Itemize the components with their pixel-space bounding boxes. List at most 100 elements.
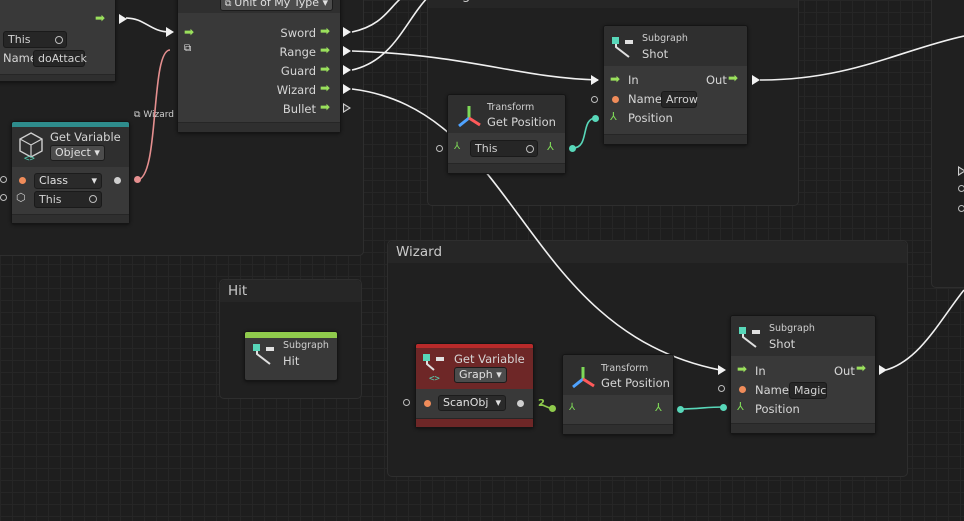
- partial-node-port-1[interactable]: [958, 185, 964, 192]
- out-flow-port[interactable]: [752, 75, 760, 85]
- node-subgraph-shot-arrow[interactable]: Subgraph Shot ➡ In Out ➡ Name Arrow ⅄ Po…: [603, 25, 748, 145]
- guard-arrow-icon[interactable]: ➡: [320, 62, 331, 76]
- group-hit-title: Hit: [220, 280, 361, 302]
- class-output-port[interactable]: [134, 176, 141, 183]
- name-label: Name: [755, 383, 789, 397]
- target-input-port-outer[interactable]: [0, 194, 7, 201]
- bullet-out-port[interactable]: [343, 103, 351, 113]
- target-field[interactable]: This: [470, 140, 538, 157]
- name-field[interactable]: doAttack: [33, 50, 87, 67]
- subgraph-icon: [612, 37, 633, 58]
- node-category: Transform: [487, 102, 535, 113]
- group-range-title: Range: [428, 0, 798, 8]
- in-flow-port[interactable]: [718, 365, 726, 375]
- node-accent-bar: [245, 332, 337, 338]
- target-picker-icon[interactable]: [89, 195, 97, 203]
- node-title: Get Variable: [454, 352, 525, 366]
- in-arrow-icon[interactable]: ➡: [610, 72, 621, 86]
- node-unit-of-my-type[interactable]: ⧉ Unit of My Type ▾ ➡ ⧉ Sword Range Guar…: [177, 0, 341, 133]
- in-label: In: [755, 364, 766, 378]
- position-in-icon: ⅄: [610, 110, 617, 123]
- graph-count-badge: 2: [538, 398, 545, 409]
- class-out-port[interactable]: [114, 177, 121, 184]
- position-output-port[interactable]: [677, 406, 684, 413]
- flow-out-port[interactable]: [119, 14, 127, 24]
- wire-position-arrow: [572, 117, 597, 149]
- transform-icon: [572, 367, 595, 389]
- wizard-arrow-icon[interactable]: ➡: [320, 81, 331, 95]
- partial-node-port-2[interactable]: [958, 205, 964, 212]
- wizard-tag: ⧉ Wizard: [134, 110, 174, 120]
- class-in-icon[interactable]: ⧉: [184, 43, 192, 54]
- node-header: [604, 26, 747, 66]
- name-input-port-outer[interactable]: [591, 96, 598, 103]
- target-picker-icon[interactable]: [55, 36, 63, 44]
- name-port[interactable]: [739, 386, 746, 393]
- wizard-out-port[interactable]: [343, 84, 351, 94]
- out-flow-port[interactable]: [879, 365, 887, 375]
- target-picker-icon[interactable]: [526, 145, 534, 153]
- name-port[interactable]: [612, 96, 619, 103]
- scanobj-dropdown[interactable]: ScanObj▾: [438, 395, 506, 411]
- name-input-port-outer[interactable]: [718, 385, 725, 392]
- name-field[interactable]: Magic: [789, 382, 827, 399]
- node-subgraph-shot-magic[interactable]: Subgraph Shot ➡ In Out ➡ Name Magic ⅄ Po…: [730, 315, 876, 434]
- in-arrow-icon[interactable]: ➡: [737, 362, 748, 376]
- sword-out-port[interactable]: [343, 27, 351, 37]
- scanobj-label: ScanObj: [443, 396, 489, 409]
- bullet-arrow-icon[interactable]: ➡: [320, 100, 331, 114]
- node-footer: [604, 134, 747, 144]
- position-output-port[interactable]: [569, 145, 576, 152]
- position-input-port[interactable]: [720, 404, 727, 411]
- sword-arrow-icon[interactable]: ➡: [320, 24, 331, 38]
- output-bullet-label: Bullet: [282, 102, 316, 116]
- partial-node-flow-port[interactable]: [958, 166, 964, 176]
- target-field[interactable]: This: [34, 191, 102, 208]
- node-footer: [178, 122, 340, 132]
- node-subgraph-hit[interactable]: Subgraph Hit: [244, 331, 338, 381]
- graph-output-port[interactable]: [549, 405, 556, 412]
- node-footer: [448, 163, 565, 173]
- value-in-port[interactable]: [424, 400, 431, 407]
- class-dropdown[interactable]: Class▾: [34, 173, 102, 189]
- in-flow-port[interactable]: [591, 75, 599, 85]
- wire-class: [136, 49, 171, 181]
- group-right-partial[interactable]: [931, 0, 964, 288]
- range-out-port[interactable]: [343, 46, 351, 56]
- position-out-icon: ⅄: [655, 401, 662, 414]
- flow-in-port[interactable]: [166, 27, 174, 37]
- output-guard-label: Guard: [280, 64, 316, 78]
- name-field[interactable]: Arrow: [661, 91, 698, 108]
- value-out-port[interactable]: [517, 400, 524, 407]
- node-footer: [0, 74, 115, 81]
- target-field[interactable]: This: [3, 31, 67, 48]
- node-top-left[interactable]: ➡ This Name doAttack: [0, 0, 127, 82]
- node-header: [731, 316, 875, 356]
- target-input-port-outer[interactable]: [436, 145, 443, 152]
- graph-type-dropdown[interactable]: Graph ▾: [454, 367, 507, 383]
- node-get-variable-graph[interactable]: <> Get Variable Graph ▾ ScanObj▾: [415, 343, 534, 428]
- subgraph-icon: [253, 344, 274, 365]
- wire-guard: [351, 0, 427, 71]
- position-input-port[interactable]: [592, 115, 599, 122]
- range-arrow-icon[interactable]: ➡: [320, 43, 331, 57]
- flow-in-arrow-icon[interactable]: ➡: [184, 25, 195, 39]
- transform-in-icon: ⅄: [569, 402, 576, 413]
- node-get-variable-object[interactable]: <> Get Variable Object ▾ Class▾ ⬡ This: [11, 121, 130, 224]
- flow-out-arrow-icon[interactable]: ➡: [95, 11, 106, 25]
- out-arrow-icon[interactable]: ➡: [728, 71, 739, 85]
- node-transform-get-position-range[interactable]: Transform Get Position ⅄ This ⅄: [447, 94, 566, 174]
- value-input-port-outer[interactable]: [403, 399, 410, 406]
- unit-type-dropdown[interactable]: ⧉ Unit of My Type ▾: [220, 0, 334, 11]
- node-footer: [12, 214, 129, 223]
- node-transform-get-position-wizard[interactable]: Transform Get Position ⅄ ⅄: [562, 354, 674, 435]
- object-type-dropdown[interactable]: Object ▾: [50, 145, 105, 161]
- out-arrow-icon[interactable]: ➡: [856, 361, 867, 375]
- class-in-port[interactable]: [19, 177, 26, 184]
- wizard-tag-label: Wizard: [143, 110, 175, 120]
- guard-out-port[interactable]: [343, 65, 351, 75]
- cube-target-icon: ⬡: [16, 191, 26, 204]
- output-sword-label: Sword: [280, 26, 316, 40]
- node-footer: [416, 418, 533, 427]
- class-input-port-outer[interactable]: [0, 176, 7, 183]
